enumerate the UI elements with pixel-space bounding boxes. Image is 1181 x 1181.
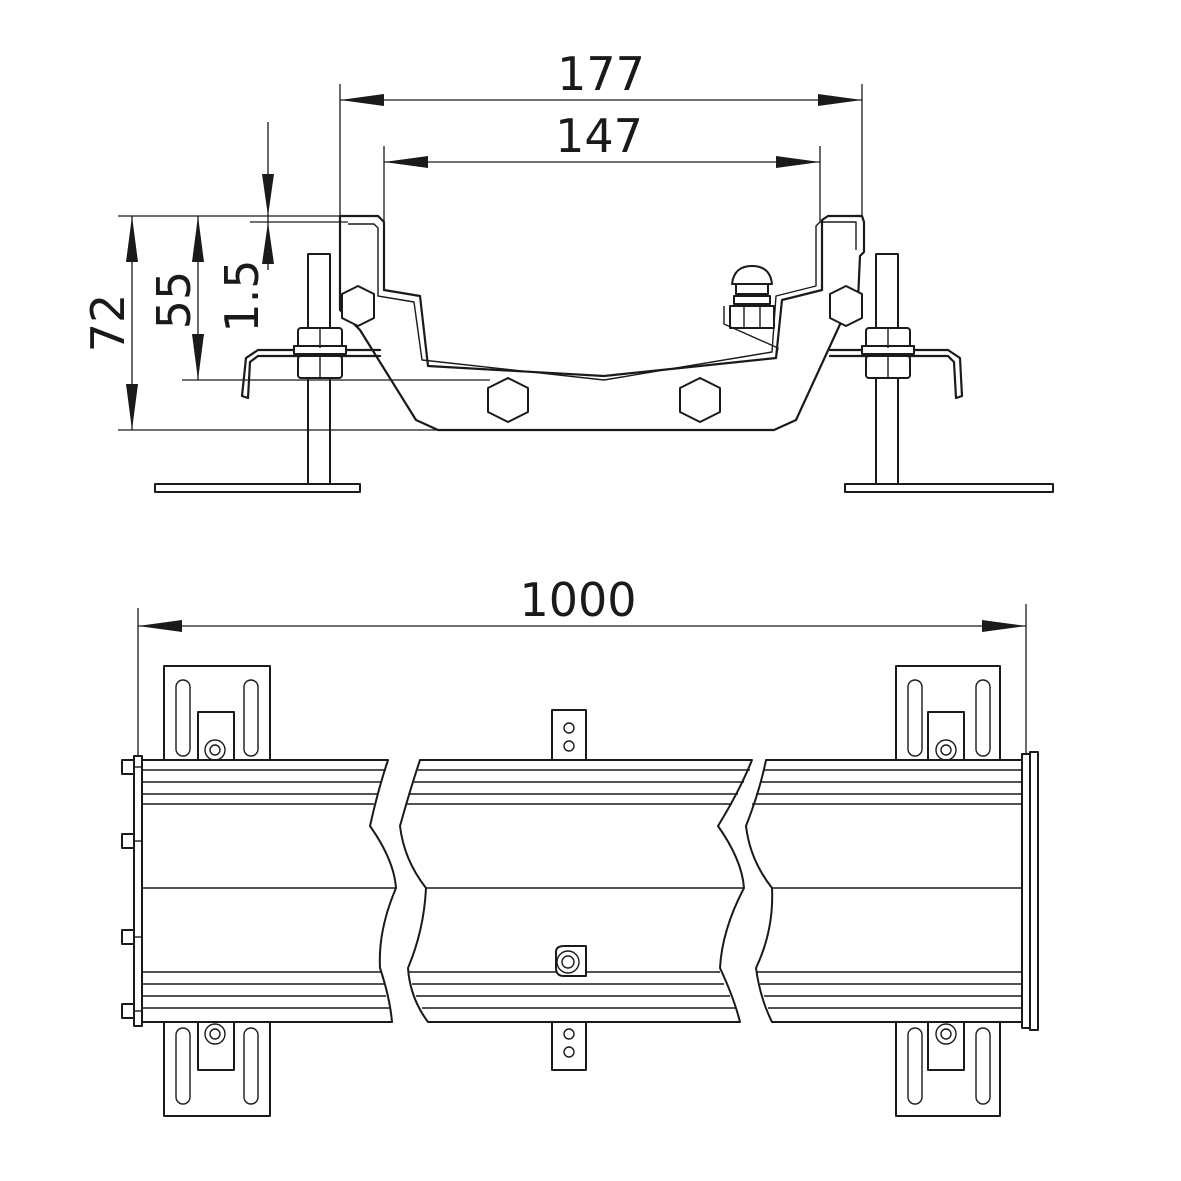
mounting-plate-top-right	[895, 665, 1001, 763]
channel-profile	[338, 214, 866, 432]
mounting-plate-bottom-right	[895, 1021, 1001, 1117]
right-bracket	[828, 348, 964, 400]
lock-tab-bottom-middle	[551, 1021, 587, 1071]
channel-segment-middle	[399, 759, 753, 1023]
hex-bolt-bottom-left	[487, 377, 529, 423]
channel-segment-right	[745, 759, 1029, 1023]
left-base-plate	[154, 483, 361, 493]
dimension-label-177: 177	[557, 47, 645, 101]
extension-lines	[118, 84, 863, 431]
dimension-label-1000: 1000	[519, 573, 636, 627]
dimension-177: 177	[340, 47, 862, 106]
dimension-147: 147	[384, 109, 820, 168]
dimension-72: 72	[81, 216, 138, 430]
hex-bolt-right	[829, 285, 863, 327]
right-nut-stack	[861, 327, 915, 379]
dimension-55: 55	[147, 216, 204, 380]
dimension-label-55: 55	[147, 271, 201, 330]
hex-bolt-left	[341, 285, 375, 327]
dimension-1000: 1000	[137, 573, 1027, 760]
lock-bolt	[723, 265, 779, 359]
dimension-label-1-5: 1.5	[215, 259, 269, 332]
dimension-label-147: 147	[555, 109, 643, 163]
left-bracket	[240, 348, 382, 400]
lock-tab-top-middle	[551, 709, 587, 761]
dimension-1-5: 1.5	[215, 122, 274, 333]
hex-bolt-bottom-right	[679, 377, 721, 423]
left-nut-stack	[293, 327, 347, 379]
cross-section-view: 177 147 72 55 1.5	[81, 47, 1054, 493]
mounting-plate-top-left	[163, 665, 271, 763]
dimension-label-72: 72	[81, 294, 135, 353]
end-cap-right	[1021, 751, 1039, 1031]
mounting-plate-bottom-left	[163, 1021, 271, 1117]
right-base-plate	[844, 483, 1054, 493]
end-cap-left	[121, 755, 143, 1027]
channel-segment-left	[137, 759, 397, 1023]
plan-view: 1000	[121, 573, 1039, 1117]
channel-inner-wall	[348, 221, 857, 381]
grating-lock	[555, 945, 587, 977]
